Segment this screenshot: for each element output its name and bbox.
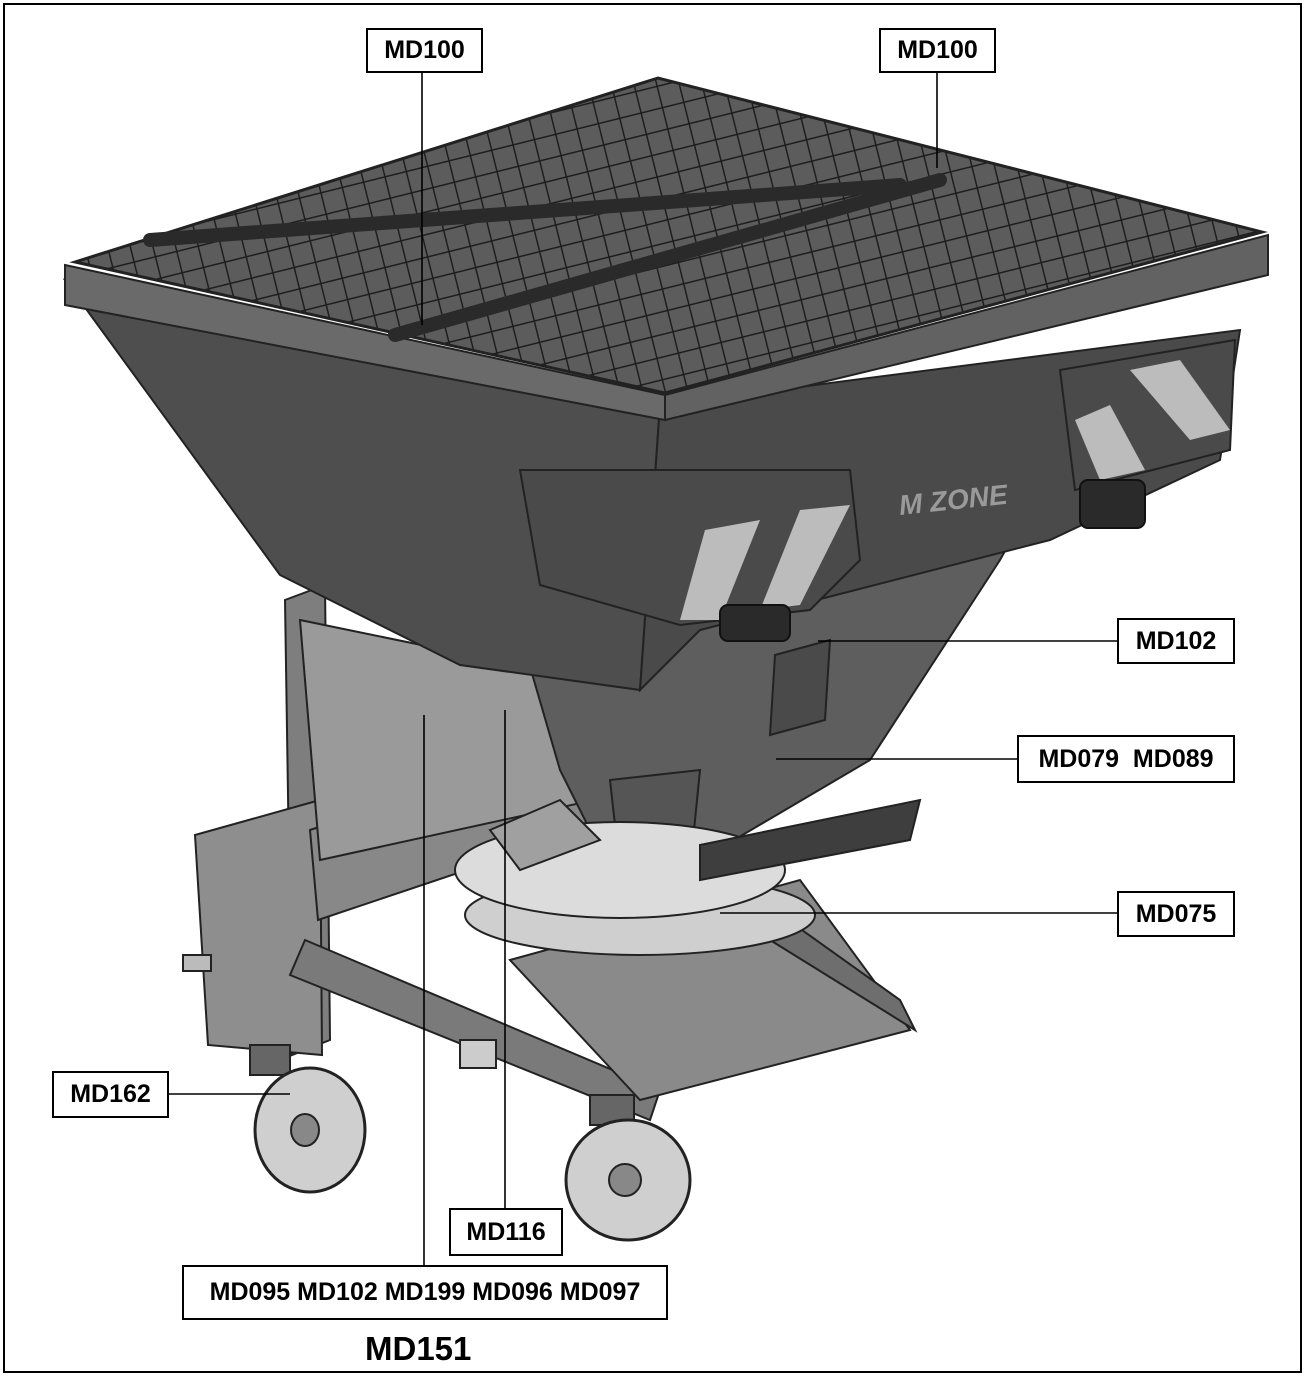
figure-caption: MD151 [365,1330,472,1367]
disc-vane [699,798,922,882]
callout-md162: MD162 [52,1071,169,1118]
wheel-hub [290,1113,320,1147]
callout-md079-md089: MD079 MD089 [1017,735,1235,783]
callout-md075: MD075 [1117,891,1235,937]
callout-md-group: MD095 MD102 MD199 MD096 MD097 [182,1265,668,1320]
grid-support-bar [143,178,907,247]
warning-stripe [1075,405,1145,480]
callout-md102: MD102 [1117,618,1235,664]
leader-lines [168,72,1117,1265]
warning-panels [518,338,1237,642]
light-housing [719,604,791,642]
castor-wheel-left [249,1044,367,1194]
light-housing [1079,479,1146,529]
callout-md116: MD116 [449,1208,563,1256]
pin-hitch [182,954,212,972]
warning-stripe [1130,360,1230,440]
callout-md100-left: MD100 [366,28,483,73]
inspection-window [768,638,832,737]
warning-stripe [760,505,850,610]
castor-wheel-right [564,1094,692,1242]
wheel-hub [608,1163,642,1197]
callout-md100-right: MD100 [879,28,996,73]
castor-fork [249,1044,291,1076]
rear-mount-plate [193,798,324,1057]
hopper-rim-right [664,233,1269,422]
base-arm-left [288,938,662,1122]
disc-vane [488,798,602,872]
base-label-plate [459,1039,497,1069]
spreading-discs [454,798,922,956]
grid-support-bar [388,173,947,342]
hopper-grid-cover [69,76,1268,395]
warning-stripe [680,520,760,620]
